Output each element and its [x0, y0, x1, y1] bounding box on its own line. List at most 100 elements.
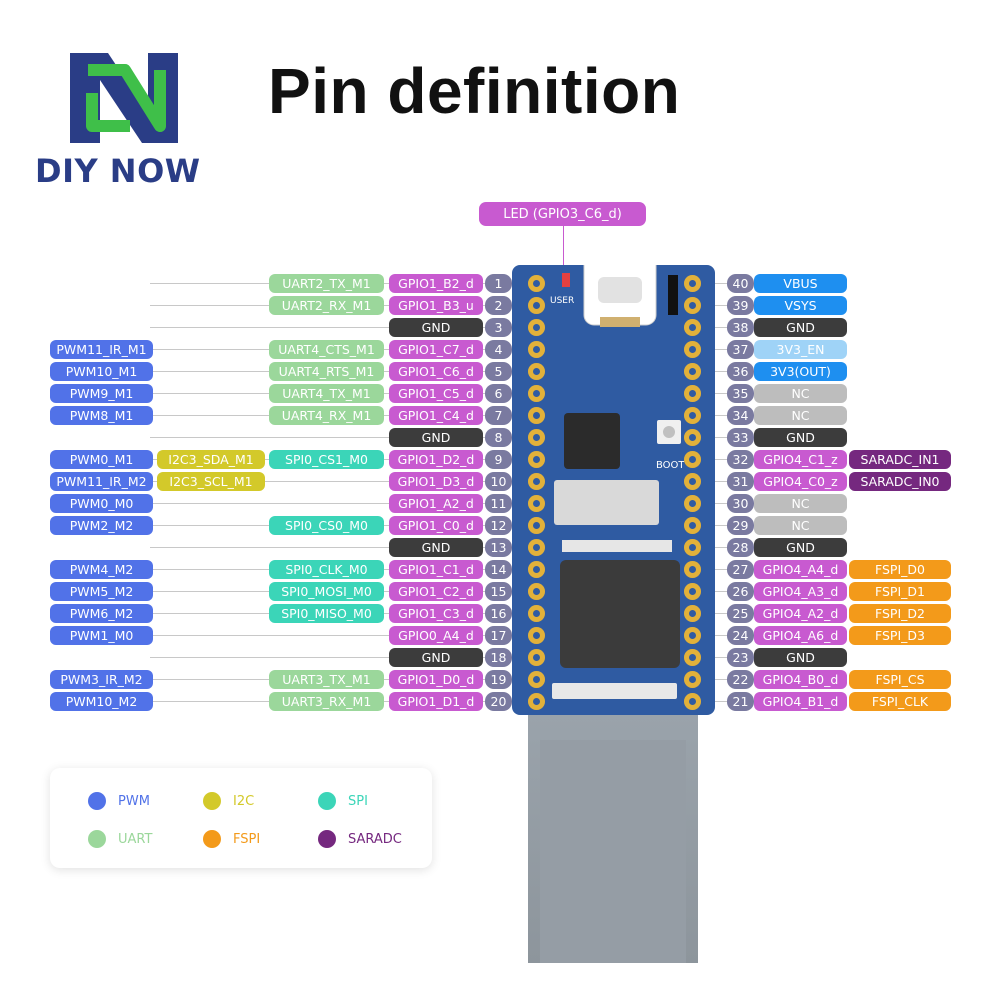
- gnd-label: GND: [754, 538, 847, 557]
- nc-label: NC: [754, 494, 847, 513]
- pin-pad: [528, 627, 545, 644]
- fspi-label: FSPI_D1: [849, 582, 951, 601]
- pin-pad: [528, 407, 545, 424]
- gpio-label: GPIO4_A3_d: [754, 582, 847, 601]
- pin-pad: [528, 517, 545, 534]
- saradc-label: SARADC_IN0: [849, 472, 951, 491]
- pin-pad: [528, 429, 545, 446]
- pin-number: 11: [485, 494, 512, 513]
- pin-number: 35: [727, 384, 754, 403]
- gpio-label: GPIO1_D3_d: [389, 472, 483, 491]
- pin-number: 34: [727, 406, 754, 425]
- spi-label: SPI0_MISO_M0: [269, 604, 384, 623]
- pin-number: 30: [727, 494, 754, 513]
- fspi-label: FSPI_D2: [849, 604, 951, 623]
- pin-number: 28: [727, 538, 754, 557]
- pin-number: 37: [727, 340, 754, 359]
- pin-pad: [684, 341, 701, 358]
- pin-number: 13: [485, 538, 512, 557]
- pin-number: 7: [485, 406, 512, 425]
- legend-label: PWM: [118, 793, 150, 809]
- legend-item: FSPI: [203, 830, 260, 848]
- pin-number: 15: [485, 582, 512, 601]
- uart-label: UART3_RX_M1: [269, 692, 384, 711]
- pwm-label: PWM0_M0: [50, 494, 153, 513]
- uart-label: UART4_RTS_M1: [269, 362, 384, 381]
- nc-label: NC: [754, 406, 847, 425]
- pin-pad: [528, 319, 545, 336]
- gnd-label: GND: [754, 318, 847, 337]
- pin-number: 3: [485, 318, 512, 337]
- pin-number: 36: [727, 362, 754, 381]
- pwr-label: VBUS: [754, 274, 847, 293]
- brand-name: DIY NOW: [35, 152, 201, 190]
- gpio-label: GPIO1_C7_d: [389, 340, 483, 359]
- pin-number: 21: [727, 692, 754, 711]
- pin-pad: [528, 693, 545, 710]
- pwm-label: PWM1_M0: [50, 626, 153, 645]
- uart-label: UART3_TX_M1: [269, 670, 384, 689]
- gpio-label: GPIO1_C0_d: [389, 516, 483, 535]
- saradc-label: SARADC_IN1: [849, 450, 951, 469]
- spi-label: SPI0_CS1_M0: [269, 450, 384, 469]
- uart-label: UART2_TX_M1: [269, 274, 384, 293]
- legend-swatch-icon: [88, 830, 106, 848]
- gpio-label: GPIO1_C1_d: [389, 560, 483, 579]
- pin-pad: [684, 275, 701, 292]
- pin-pad: [528, 671, 545, 688]
- gpio-label: GPIO1_C5_d: [389, 384, 483, 403]
- pin-leader-line: [150, 327, 490, 328]
- page-title: Pin definition: [268, 55, 681, 127]
- pin-pad: [684, 495, 701, 512]
- gnd-label: GND: [389, 648, 483, 667]
- gpio-label: GPIO1_D2_d: [389, 450, 483, 469]
- fspi-label: FSPI_D0: [849, 560, 951, 579]
- pin-pad: [684, 319, 701, 336]
- legend-swatch-icon: [318, 830, 336, 848]
- legend-item: UART: [88, 830, 152, 848]
- pwm-label: PWM10_M2: [50, 692, 153, 711]
- pin-number: 39: [727, 296, 754, 315]
- uart-label: UART4_CTS_M1: [269, 340, 384, 359]
- pin-pad: [528, 561, 545, 578]
- gnd-label: GND: [754, 648, 847, 667]
- pwm-label: PWM5_M2: [50, 582, 153, 601]
- legend-label: SARADC: [348, 831, 402, 847]
- pin-number: 14: [485, 560, 512, 579]
- gpio-label: GPIO1_C4_d: [389, 406, 483, 425]
- pin-number: 18: [485, 648, 512, 667]
- pin-leader-line: [150, 437, 490, 438]
- pin-leader-line: [150, 635, 490, 636]
- pin-pad: [684, 407, 701, 424]
- nc-label: NC: [754, 384, 847, 403]
- led-leader-line: [563, 226, 564, 274]
- pwm-label: PWM11_IR_M2: [50, 472, 153, 491]
- gpio-label: GPIO1_C3_d: [389, 604, 483, 623]
- pin-pad: [684, 693, 701, 710]
- i2c-label: I2C3_SDA_M1: [157, 450, 265, 469]
- gpio-label: GPIO1_C2_d: [389, 582, 483, 601]
- pwm-label: PWM9_M1: [50, 384, 153, 403]
- gpio-label: GPIO4_A4_d: [754, 560, 847, 579]
- board-components: [552, 265, 681, 699]
- ribbon-cable-inner: [540, 740, 686, 963]
- pin-pad: [684, 583, 701, 600]
- pin-pad: [528, 495, 545, 512]
- pin-pad: [528, 275, 545, 292]
- pin-pad: [684, 429, 701, 446]
- gpio-label: GPIO1_A2_d: [389, 494, 483, 513]
- legend-item: I2C: [203, 792, 254, 810]
- pin-number: 5: [485, 362, 512, 381]
- pin-number: 12: [485, 516, 512, 535]
- gpio-label: GPIO1_D1_d: [389, 692, 483, 711]
- pin-pad: [528, 605, 545, 622]
- pin-pad: [528, 649, 545, 666]
- pin-leader-line: [150, 657, 490, 658]
- fspi-label: FSPI_D3: [849, 626, 951, 645]
- gpio-label: GPIO4_C1_z: [754, 450, 847, 469]
- legend-item: SPI: [318, 792, 368, 810]
- gpio-label: GPIO1_B2_d: [389, 274, 483, 293]
- pwm-label: PWM4_M2: [50, 560, 153, 579]
- pin-number: 23: [727, 648, 754, 667]
- pwm-label: PWM3_IR_M2: [50, 670, 153, 689]
